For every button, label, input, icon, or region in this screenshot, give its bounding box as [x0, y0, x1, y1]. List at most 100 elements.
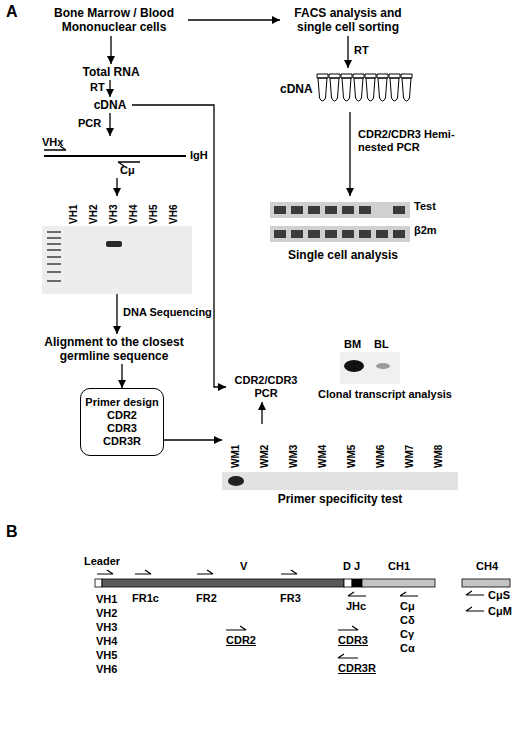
node-text: Test	[414, 200, 436, 213]
gel-bands	[274, 230, 405, 238]
v-segment	[102, 579, 344, 587]
lane-label: VH3	[108, 205, 120, 224]
process-step: Total RNA	[72, 64, 150, 80]
node-text: VHx	[42, 136, 63, 149]
annotation-label: CμS	[488, 589, 510, 602]
flow-arrow	[109, 113, 110, 136]
flow-arrow	[261, 402, 262, 424]
strong-band	[344, 360, 364, 372]
node-text: IgH	[190, 149, 208, 162]
edge-label: DNA Sequencing	[123, 306, 223, 319]
annotation-label: VH3	[96, 621, 117, 634]
node-text: cDNA	[280, 82, 313, 96]
lane-label: WM8	[433, 445, 445, 468]
flow-arrow	[116, 178, 117, 196]
annotation-label: J	[354, 560, 360, 573]
flow-arrow	[121, 364, 122, 388]
process-step: Bone Marrow / Blood Mononuclear cells	[40, 4, 188, 36]
lane-label: VH6	[168, 205, 180, 224]
ch1-segment	[362, 579, 435, 587]
panel-letter: A	[6, 2, 18, 21]
process-step: cDNA	[88, 97, 132, 113]
pcr-tubes	[317, 74, 412, 101]
j-segment	[352, 579, 362, 587]
annotation-label: CμM	[488, 605, 512, 618]
faint-band	[376, 363, 390, 369]
lane-label: WM2	[259, 445, 271, 468]
lane-label: WM7	[404, 445, 416, 468]
cdr-primers	[226, 626, 358, 630]
annotation-label: VH4	[96, 635, 117, 648]
edge-label: RT	[354, 44, 369, 57]
lane-label: WM6	[375, 445, 387, 468]
node-text: FACS analysis and single cell sorting	[280, 6, 416, 35]
annotation-label: V	[240, 560, 247, 573]
node-text: Single cell analysis	[268, 248, 418, 262]
gel-row	[270, 226, 410, 242]
flow-arrow	[132, 105, 226, 387]
annotation-label: Cμ	[400, 600, 415, 613]
lane-label: VH2	[88, 205, 100, 224]
annotation-label: VH1	[96, 593, 117, 606]
gel-image: BMBLClonal transcript analysis	[310, 338, 460, 404]
pcr-band	[106, 241, 122, 247]
edge-label: PCR	[78, 117, 101, 130]
tube-strip: cDNA	[280, 68, 420, 112]
annotation-label: FR2	[196, 592, 217, 605]
agarose-gel	[340, 352, 400, 384]
panel-letter: B	[6, 522, 18, 541]
node-text: Cμ	[120, 164, 135, 177]
flow-arrow	[110, 36, 111, 64]
node-text: Total RNA	[82, 65, 139, 79]
forward-primers	[97, 570, 297, 574]
agarose-gel	[222, 472, 458, 490]
annotation-label: CH1	[388, 560, 410, 573]
gel-row	[270, 202, 410, 218]
annotation-label: Cδ	[400, 614, 415, 627]
process-step: CDR2/CDR3 PCR	[226, 372, 306, 402]
lane-label: VH1	[68, 205, 80, 224]
edge-label: CDR2/CDR3 Hemi-nested PCR	[358, 128, 462, 154]
d-segment	[344, 579, 352, 587]
ch4-segment	[462, 579, 510, 587]
annotation-label: JHc	[346, 600, 366, 613]
primer-name: CDR2	[226, 634, 256, 647]
process-step: FACS analysis and single cell sorting	[280, 4, 416, 36]
annotation-label: FR3	[280, 592, 301, 605]
node-text: Primer design	[85, 396, 158, 409]
igh-transcript-line	[44, 155, 186, 157]
agarose-gel	[42, 226, 192, 294]
node-text: β2m	[414, 224, 437, 237]
size-ladder	[47, 232, 61, 281]
flow-arrow	[188, 19, 280, 20]
flow-arrow	[164, 439, 222, 440]
flow-arrow	[109, 80, 110, 97]
lane-label: WM3	[288, 445, 300, 468]
node-text: cDNA	[94, 98, 127, 112]
flow-arrow	[347, 36, 348, 68]
primer-name: CDR3R	[338, 662, 376, 675]
annotation-label: D	[343, 560, 351, 573]
gel-image: Test β2mSingle cell analysis	[268, 196, 458, 266]
flow-arrow	[116, 294, 117, 334]
annotation-label: Cα	[400, 642, 415, 655]
node-text: Clonal transcript analysis	[310, 388, 460, 401]
lane-label: VH5	[148, 205, 160, 224]
gel-image: WM1WM2WM3WM4WM5WM6WM7WM8Primer specifici…	[222, 424, 458, 508]
edge-label: RT	[90, 81, 105, 94]
node-text: BM	[344, 338, 361, 351]
lane-label: WM5	[346, 445, 358, 468]
annotation-label: Leader	[84, 555, 120, 568]
flow-arrow	[349, 112, 350, 196]
node-text: Primer specificity test	[222, 492, 458, 506]
annotation-label: FR1c	[132, 592, 159, 605]
annotation-label: Cγ	[400, 628, 414, 641]
annotation-label: VH2	[96, 607, 117, 620]
primer-name: CDR3	[338, 634, 368, 647]
pcr-schematic: VHxCμ IgH	[40, 136, 215, 178]
specific-band	[228, 476, 244, 486]
annotation-label: VH5	[96, 649, 117, 662]
gel-image: VH1VH2VH3VH4VH5VH6	[42, 196, 192, 294]
